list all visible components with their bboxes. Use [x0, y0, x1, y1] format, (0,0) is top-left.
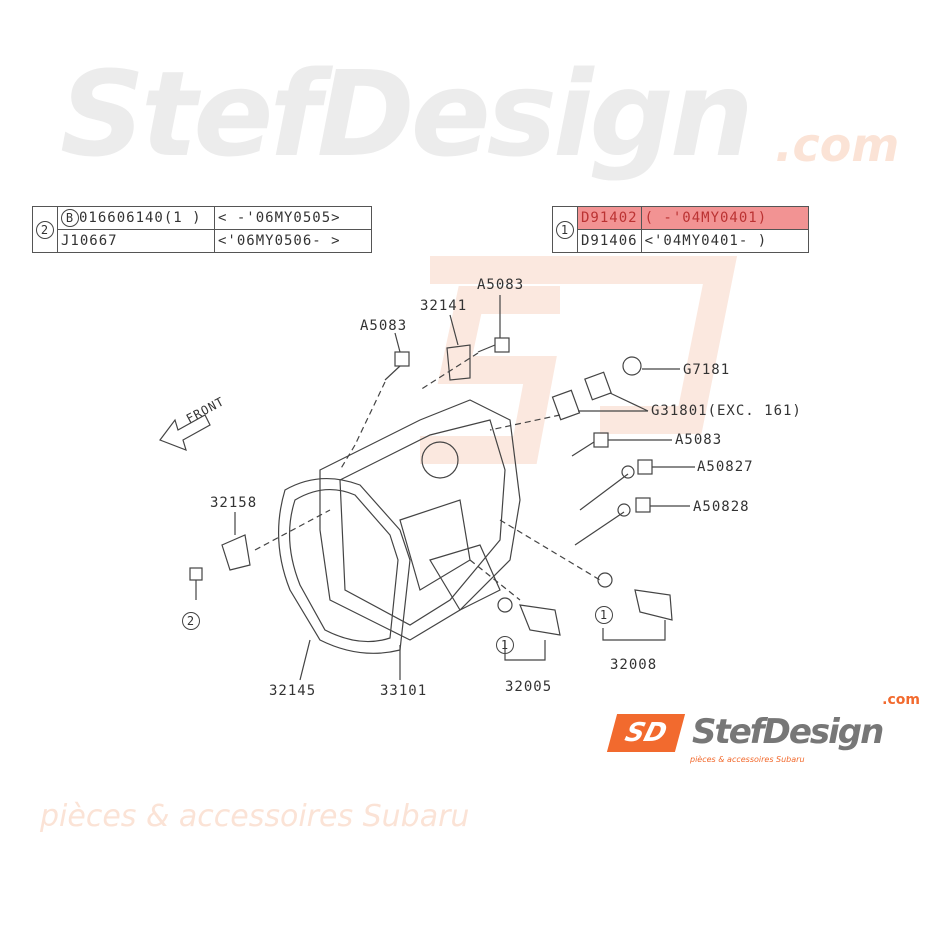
watermark-domain: .com: [775, 118, 900, 172]
bushing-g31801-b: [551, 389, 581, 421]
part-number: 016606140(1 ): [79, 210, 202, 226]
label-a50827: A50827: [697, 459, 754, 475]
model-range: <'04MY0401- ): [640, 229, 809, 253]
reference-table-1: 1 D91402 ( -'04MY0401) D91406 <'04MY0401…: [552, 206, 809, 253]
ref-marker-2: 2: [36, 220, 54, 239]
logo-domain: .com: [882, 692, 920, 708]
label-32145: 32145: [269, 683, 317, 699]
label-32158: 32158: [210, 495, 258, 511]
watermark-brand: StefDesign: [60, 45, 754, 183]
watermark-sd-mark: [420, 256, 738, 464]
transmission-case-33101: [319, 399, 521, 641]
marker-1a: 1: [496, 636, 514, 654]
switch-32008: [634, 589, 673, 621]
label-a5083-left: A5083: [360, 318, 408, 334]
marker-2: 2: [182, 612, 200, 630]
watermark-tagline: pièces & accessoires Subaru: [40, 799, 470, 834]
bolt-a5083-left: [384, 351, 410, 381]
logo-tagline: pièces & accessoires Subaru: [690, 755, 805, 764]
label-a5083-top: A5083: [477, 277, 525, 293]
part-number-highlighted: D91402: [577, 206, 642, 230]
gasket-32145: [277, 477, 411, 654]
washer-g7181: [622, 356, 642, 376]
washer-32005: [497, 597, 513, 613]
bolt-a50827: [579, 459, 653, 511]
bracket-32158: [221, 534, 251, 571]
ref-marker-1: 1: [556, 220, 574, 239]
logo-sd-mark: SD: [606, 714, 686, 752]
part-number: J10667: [57, 229, 215, 253]
label-33101: 33101: [380, 683, 428, 699]
bolt-a5083-right: [571, 432, 609, 457]
plate-32141: [446, 344, 471, 381]
label-g7181: G7181: [683, 362, 731, 378]
switch-32005: [519, 604, 561, 636]
bolt-marker-b: B: [61, 209, 79, 227]
label-a5083-right: A5083: [675, 432, 723, 448]
bolt-ref-2: [189, 567, 203, 600]
label-32005: 32005: [505, 679, 553, 695]
label-g31801: G31801(EXC. 161): [651, 403, 802, 419]
bushing-g31801-a: [584, 371, 612, 401]
bolt-a5083-top: [477, 337, 510, 353]
label-a50828: A50828: [693, 499, 750, 515]
label-32141: 32141: [420, 298, 468, 314]
model-range: < -'06MY0505>: [214, 206, 372, 230]
front-arrow-icon: [159, 414, 211, 451]
part-number: D91406: [577, 229, 642, 253]
model-range-highlighted: ( -'04MY0401): [640, 206, 809, 230]
ref-marker-2-cell: 2: [32, 206, 58, 253]
model-range: <'06MY0506- >: [214, 229, 372, 253]
marker-1b: 1: [595, 606, 613, 624]
label-32008: 32008: [610, 657, 658, 673]
washer-32008: [597, 572, 613, 588]
stefdesign-logo: SD StefDesign .com pièces & accessoires …: [606, 692, 922, 768]
logo-brand: StefDesign: [692, 712, 884, 752]
bolt-a50828: [574, 497, 651, 546]
